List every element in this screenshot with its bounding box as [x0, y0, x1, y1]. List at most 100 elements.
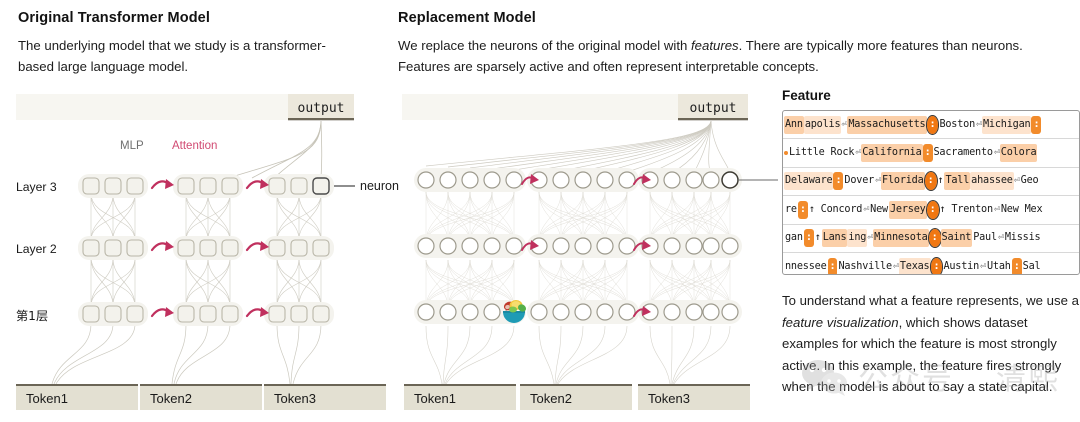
feature-token: : [925, 114, 940, 135]
feature-node [505, 171, 523, 189]
replacement-model-panel: Replacement Model We replace the neurons… [398, 10, 1058, 77]
feature-token: nnessee [785, 260, 827, 272]
output-underline-mid [678, 118, 748, 121]
feature-token: Jersey [888, 200, 927, 219]
feature-token: ↑ Concord [808, 203, 863, 215]
feature-token: : [929, 256, 944, 274]
feature-token: ↑ Trenton [939, 203, 994, 215]
feature-token [784, 151, 788, 156]
layer-label-2: Layer 2 [16, 242, 57, 256]
highlighted-neuron[interactable] [312, 177, 330, 195]
feature-token: : [1031, 115, 1042, 134]
layer1-mid [414, 300, 742, 324]
desc-part-1: We replace the neurons of the original m… [398, 38, 691, 53]
left-panel-title: Original Transformer Model [18, 10, 210, 26]
feature-token: Colora [999, 144, 1038, 163]
selected-feature-node[interactable] [721, 171, 739, 189]
feature-node [685, 171, 703, 189]
feature-token: ⏎ [855, 147, 862, 159]
replacement-model-diagram: output [402, 94, 778, 410]
feature-example-row[interactable]: nnessee: Nashville ⏎ Texas: Austin ⏎ Uta… [783, 253, 1079, 274]
desc-emph: features [690, 38, 739, 53]
output-edges-left [227, 120, 323, 179]
feature-token: Missis [1004, 232, 1041, 244]
feature-token [1041, 123, 1043, 127]
attention-arrowheads-left [165, 179, 269, 317]
feature-token: ahassee [970, 172, 1014, 191]
feature-token: gan [785, 232, 803, 244]
output-underline-left [288, 118, 354, 121]
feature-token: ↑ [937, 175, 944, 187]
feature-token: New Mex [1000, 203, 1043, 215]
caption-part-2: , which shows dataset examples for which… [782, 314, 1062, 395]
feature-token: Michigan [981, 115, 1032, 134]
mlp-label: MLP [120, 140, 144, 152]
desc-part-2: . There are typically more features than… [398, 38, 1023, 74]
feature-node [663, 171, 681, 189]
feature-token: ⏎ [1013, 175, 1020, 187]
feature-token: ⏎ [976, 118, 982, 130]
token-edges-mid [425, 325, 731, 385]
token-label: Token2 [150, 391, 192, 406]
feature-caption: To understand what a feature represents,… [782, 290, 1080, 398]
feature-node [618, 171, 636, 189]
feature-title: Feature [782, 88, 831, 103]
layer3-left [78, 174, 334, 198]
original-transformer-diagram: output MLP Attention [16, 94, 399, 410]
feature-token: Texas [898, 257, 931, 274]
feature-example-row[interactable]: Little Rock⏎ California: Sacramento ⏎ Co… [783, 139, 1079, 168]
feature-token: Utah [986, 260, 1011, 272]
token-label: Token1 [26, 391, 68, 406]
feature-token: Tall [944, 172, 971, 191]
layer-label-3: Layer 3 [16, 180, 57, 194]
feature-token: ⏎ [997, 232, 1004, 244]
salad-bowl-emoji[interactable] [503, 300, 528, 323]
middle-panel-title: Replacement Model [398, 10, 536, 26]
feature-token: Lans [821, 229, 848, 248]
output-label-left: output [298, 101, 345, 116]
token-edges-left [51, 323, 322, 385]
feature-token: ⏎ [980, 260, 986, 272]
feature-token: ⏎ [841, 118, 848, 130]
layer3-mid [414, 168, 742, 192]
feature-token: : [803, 229, 814, 248]
feature-node [596, 171, 614, 189]
caption-emph: feature visualization [782, 314, 899, 330]
output-edges-mid [425, 120, 731, 174]
feature-token: ⏎ [892, 260, 899, 272]
feature-node [552, 171, 570, 189]
feature-token: Boston [939, 118, 976, 130]
layer-label-1: 第1层 [16, 309, 48, 323]
token-label: Token3 [648, 391, 690, 406]
token-label: Token2 [530, 391, 572, 406]
output-box-left [288, 94, 354, 120]
feature-token: Delaware [784, 172, 834, 191]
feature-token: Sacramento [933, 147, 994, 159]
feature-token: : [827, 257, 838, 274]
middle-panel-description: We replace the neurons of the original m… [398, 35, 1048, 77]
unit-cell [104, 177, 122, 195]
feature-token: Saint [940, 229, 973, 248]
feature-token: ⏎ [993, 147, 1000, 159]
feature-node [483, 171, 501, 189]
feature-token: : [925, 199, 940, 220]
layer2-mid [414, 234, 742, 258]
feature-token: Florida [881, 172, 925, 191]
original-transformer-panel: Original Transformer Model The underlyin… [18, 10, 388, 77]
feature-token: ⏎ [867, 232, 874, 244]
output-label-mid: output [690, 101, 737, 116]
token-row-mid: Token1 Token2 Token3 [404, 384, 750, 410]
feature-node [461, 171, 479, 189]
feature-token: Paul [973, 232, 997, 244]
feature-example-row[interactable]: re:↑ Concord ⏎ New Jersey:↑ Trenton ⏎ Ne… [783, 196, 1079, 225]
feature-token: Sal [1022, 260, 1041, 272]
feature-token: ↑ [814, 232, 821, 244]
feature-node [574, 171, 592, 189]
feature-token: : [927, 228, 942, 249]
